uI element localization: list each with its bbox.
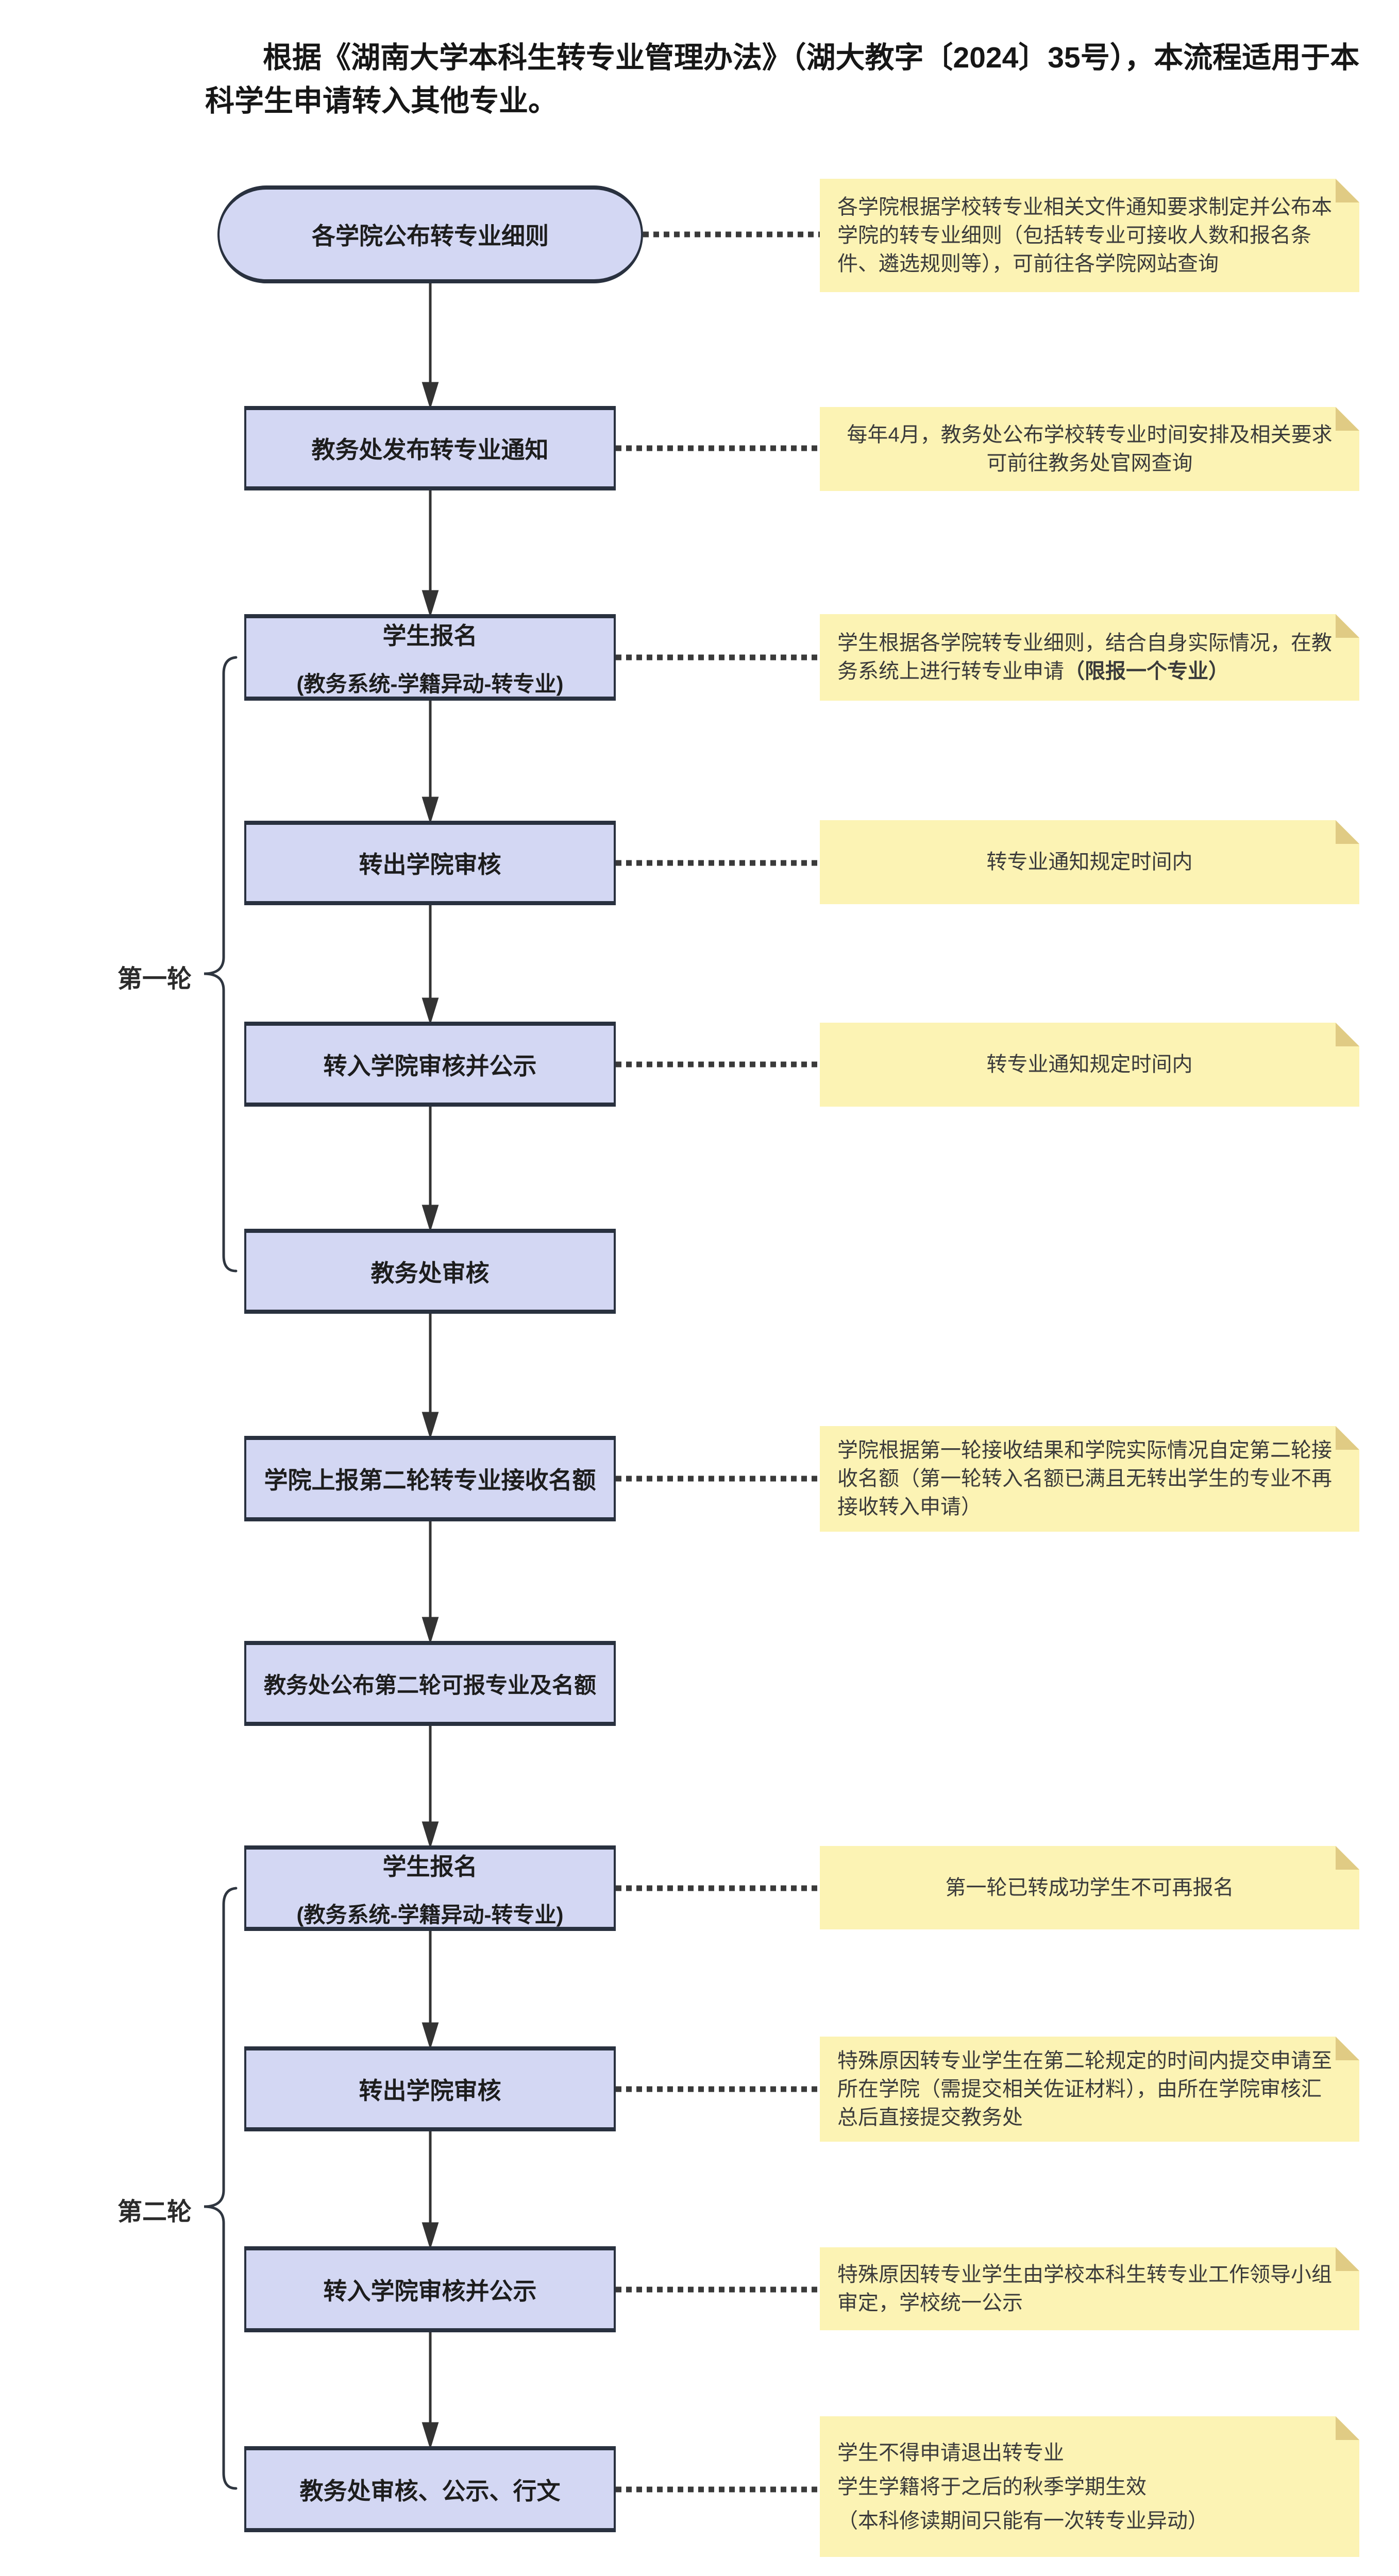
note-text: 学院根据第一轮接收结果和学院实际情况自定第二轮接收名额（第一轮转入名额已满且无转…: [837, 1439, 1332, 1518]
node-out-college-review-round2: 转出学院审核: [244, 2046, 616, 2131]
node-label: 学院上报第二轮转专业接收名额: [264, 1467, 596, 1494]
node-label: 教务处发布转专业通知: [311, 436, 549, 463]
sticky-note-4: 转专业通知规定时间内: [820, 820, 1359, 904]
node-student-apply-round1: 学生报名 (教务系统-学籍异动-转专业): [244, 614, 616, 701]
note-text: 学生根据各学院转专业细则，结合自身实际情况，在教务系统上进行转专业申请（限报一个…: [837, 632, 1332, 683]
note-text: 每年4月，教务处公布学校转专业时间安排及相关要求 可前往教务处官网查询: [847, 423, 1333, 474]
note-text: 转专业通知规定时间内: [986, 851, 1193, 873]
round1-brace: [204, 656, 238, 1273]
node-college-report-round2-quota: 学院上报第二轮转专业接收名额: [244, 1436, 616, 1521]
node-office-release-notice: 教务处发布转专业通知: [244, 406, 616, 490]
round2-brace: [204, 1887, 238, 2490]
node-label: 转出学院审核: [359, 2077, 501, 2104]
note-text: 学生不得申请退出转专业 学生学籍将于之后的秋季学期生效 （本科修读期间只能有一次…: [837, 2441, 1208, 2532]
node-label: 学生报名: [382, 1853, 478, 1880]
sticky-note-8: 特殊原因转专业学生在第二轮规定的时间内提交申请至所在学院（需提交相关佐证材料），…: [820, 2037, 1359, 2142]
page-title: 根据《湖南大学本科生转专业管理办法》（湖大教字〔2024〕35号），本流程适用于…: [205, 41, 1360, 117]
sticky-note-1: 各学院根据学校转专业相关文件通知要求制定并公布本学院的转专业细则（包括转专业可接…: [820, 179, 1359, 292]
node-label: 转出学院审核: [359, 851, 501, 878]
node-out-college-review-round1: 转出学院审核: [244, 821, 616, 905]
note-bold-text: （限报一个专业）: [1064, 660, 1229, 683]
round1-label: 第一轮: [117, 965, 192, 993]
flow-arrows: [422, 283, 439, 2450]
node-label: 转入学院审核并公示: [323, 1052, 537, 1079]
note-text: 第一轮已转成功学生不可再报名: [945, 1876, 1234, 1899]
sticky-note-3: 学生根据各学院转专业细则，结合自身实际情况，在教务系统上进行转专业申请（限报一个…: [820, 614, 1359, 701]
sticky-note-6: 学院根据第一轮接收结果和学院实际情况自定第二轮接收名额（第一轮转入名额已满且无转…: [820, 1426, 1359, 1532]
note-links: [616, 231, 820, 2493]
note-text: 特殊原因转专业学生由学校本科生转专业工作领导小组审定，学校统一公示: [837, 2263, 1332, 2314]
node-label: 学生报名: [382, 622, 478, 649]
node-sublabel: (教务系统-学籍异动-转专业): [296, 1902, 564, 1927]
node-sublabel: (教务系统-学籍异动-转专业): [296, 671, 564, 696]
node-in-college-review-round1: 转入学院审核并公示: [244, 1022, 616, 1107]
sticky-note-2: 每年4月，教务处公布学校转专业时间安排及相关要求 可前往教务处官网查询: [820, 407, 1359, 491]
node-office-publish-round2-majors: 教务处公布第二轮可报专业及名额: [244, 1641, 616, 1726]
note-text: 转专业通知规定时间内: [986, 1053, 1193, 1076]
round2-label: 第二轮: [117, 2198, 192, 2226]
sticky-note-5: 转专业通知规定时间内: [820, 1023, 1359, 1107]
node-colleges-publish-rules: 各学院公布转专业细则: [217, 185, 643, 283]
node-label: 教务处公布第二轮可报专业及名额: [264, 1673, 596, 1698]
node-student-apply-round2: 学生报名 (教务系统-学籍异动-转专业): [244, 1845, 616, 1931]
sticky-note-9: 特殊原因转专业学生由学校本科生转专业工作领导小组审定，学校统一公示: [820, 2247, 1359, 2330]
node-office-final-review: 教务处审核、公示、行文: [244, 2446, 616, 2532]
sticky-note-10: 学生不得申请退出转专业 学生学籍将于之后的秋季学期生效 （本科修读期间只能有一次…: [820, 2416, 1359, 2557]
node-label: 教务处审核: [370, 1259, 490, 1286]
note-text: 各学院根据学校转专业相关文件通知要求制定并公布本学院的转专业细则（包括转专业可接…: [837, 195, 1332, 275]
note-text: 特殊原因转专业学生在第二轮规定的时间内提交申请至所在学院（需提交相关佐证材料），…: [837, 2049, 1332, 2129]
node-office-review-round1: 教务处审核: [244, 1229, 616, 1314]
node-label: 各学院公布转专业细则: [312, 223, 549, 249]
node-in-college-review-round2: 转入学院审核并公示: [244, 2246, 616, 2332]
sticky-note-7: 第一轮已转成功学生不可再报名: [820, 1846, 1359, 1929]
node-label: 教务处审核、公示、行文: [299, 2477, 561, 2504]
node-label: 转入学院审核并公示: [323, 2277, 537, 2304]
